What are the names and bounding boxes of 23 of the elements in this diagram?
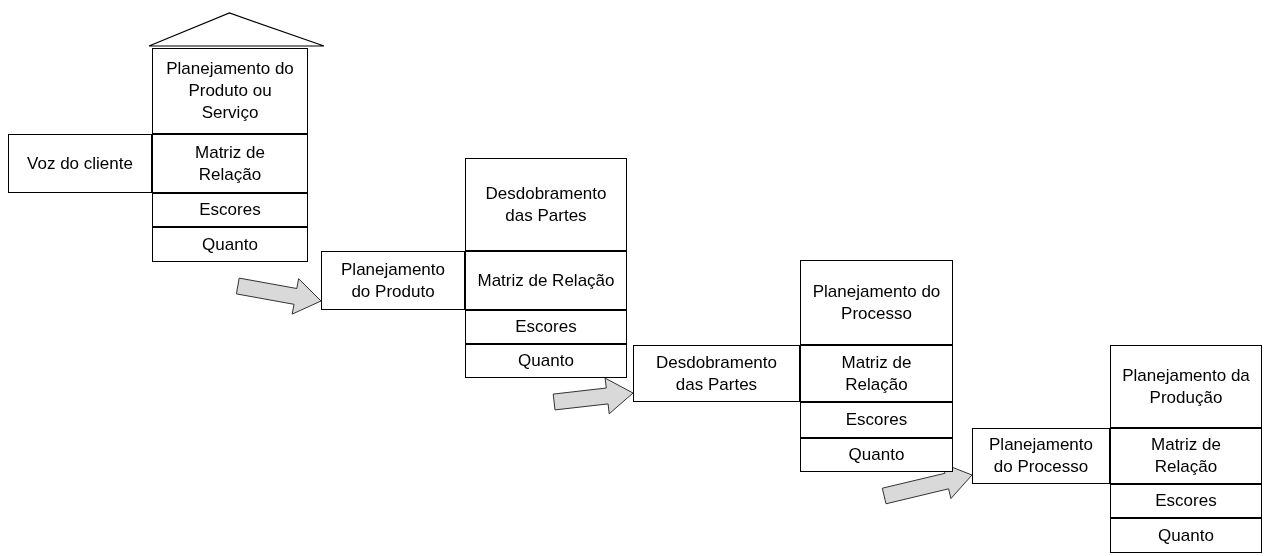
text-box: Planejamento do Produto bbox=[321, 251, 465, 310]
block-arrow bbox=[235, 277, 322, 315]
text-box: Desdobramento das Partes bbox=[465, 158, 627, 251]
text-box: Matriz de Relação bbox=[152, 134, 308, 193]
text-box: Quanto bbox=[1110, 518, 1262, 553]
text-box: Planejamento do Processo bbox=[972, 428, 1110, 484]
text-box: Quanto bbox=[465, 344, 627, 378]
text-box: Planejamento do Processo bbox=[800, 260, 953, 345]
text-box: Desdobramento das Partes bbox=[633, 345, 800, 402]
text-box: Escores bbox=[152, 193, 308, 227]
text-box: Quanto bbox=[800, 438, 953, 472]
text-box: Matriz de Relação bbox=[800, 345, 953, 402]
text-box: Matriz de Relação bbox=[465, 251, 627, 310]
block-arrow bbox=[552, 377, 634, 415]
text-box: Escores bbox=[800, 402, 953, 438]
text-box: Escores bbox=[465, 310, 627, 344]
text-box: Escores bbox=[1110, 484, 1262, 518]
text-box: Matriz de Relação bbox=[1110, 428, 1262, 484]
text-box: Voz do cliente bbox=[8, 134, 152, 193]
text-box: Quanto bbox=[152, 227, 308, 262]
text-box: Planejamento da Produção bbox=[1110, 345, 1262, 428]
roof-triangle bbox=[148, 12, 325, 47]
text-box: Planejamento do Produto ou Serviço bbox=[152, 48, 308, 134]
